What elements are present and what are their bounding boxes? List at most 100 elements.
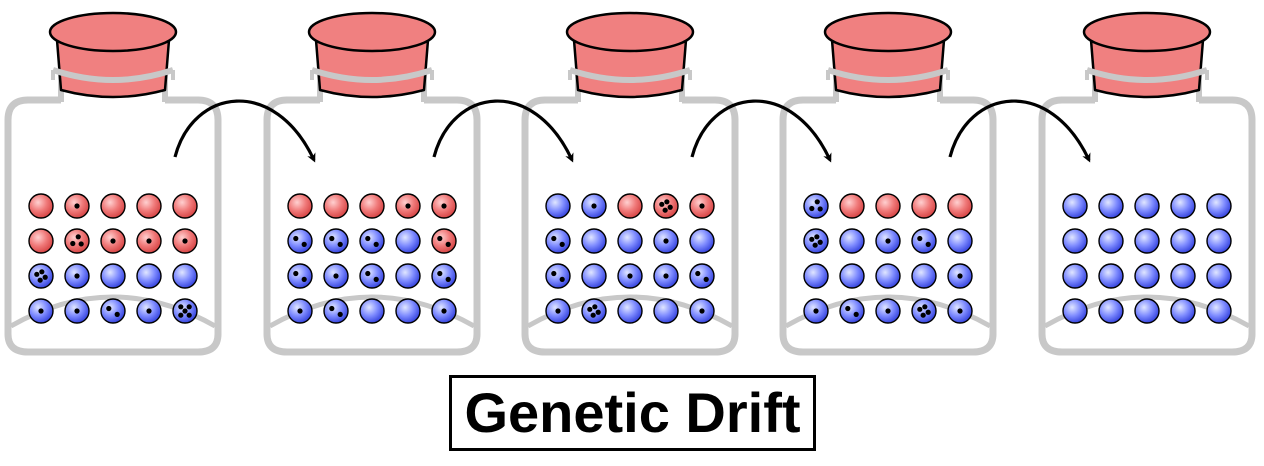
jars-layer <box>4 11 1256 356</box>
marble-circle <box>839 298 865 324</box>
marble-circle <box>1134 193 1160 219</box>
blue-marble <box>1206 228 1232 254</box>
cork-body <box>830 38 946 99</box>
marble-dot <box>37 277 43 283</box>
marble-circle <box>1062 228 1088 254</box>
marble-circle <box>839 228 865 254</box>
marble-dot <box>885 238 891 244</box>
blue-marble <box>431 263 457 289</box>
marble-circle <box>100 193 126 219</box>
marble-circle <box>395 228 421 254</box>
red-marble <box>875 193 901 219</box>
marble-dot <box>809 205 815 212</box>
cork-top <box>48 11 178 53</box>
marble-circle <box>911 263 937 289</box>
red-marble <box>172 193 198 219</box>
marble-dot <box>695 270 701 277</box>
blue-marble <box>359 263 385 289</box>
marble-circle <box>545 228 571 254</box>
red-marble <box>839 193 865 219</box>
marble-dot <box>186 312 192 318</box>
jar-rim-edge <box>51 70 175 80</box>
marble-dot <box>663 273 669 279</box>
marble-dot <box>437 235 443 242</box>
marble-circle <box>653 298 679 324</box>
marble-dot <box>809 236 815 242</box>
cork-top <box>565 11 695 53</box>
blue-marble <box>1062 263 1088 289</box>
marble-dot <box>441 308 447 314</box>
marble-dot <box>146 238 152 244</box>
blue-marble <box>323 298 349 324</box>
marble-circle <box>359 228 385 254</box>
marble-dot <box>329 235 335 242</box>
blue-marble <box>1098 193 1124 219</box>
marble-dot <box>812 242 818 248</box>
marble-circle <box>1206 263 1232 289</box>
blue-marble <box>617 263 643 289</box>
cork-body <box>572 38 688 99</box>
blue-marble <box>581 228 607 254</box>
transition-arrow <box>432 99 574 163</box>
red-marble <box>64 193 90 219</box>
marble-dot <box>699 308 705 314</box>
marble-circle <box>1134 263 1160 289</box>
red-marble <box>617 193 643 219</box>
blue-marble <box>431 298 457 324</box>
red-marble <box>136 193 162 219</box>
marble-dot <box>917 306 923 312</box>
transition-arrow <box>690 99 832 163</box>
blue-marble <box>545 228 571 254</box>
red-marble <box>287 193 313 219</box>
marble-dot <box>114 311 120 317</box>
marble-circle <box>431 228 457 254</box>
marble-circle <box>136 193 162 219</box>
blue-marble <box>911 263 937 289</box>
blue-marble <box>581 298 607 324</box>
marble-circle <box>1170 298 1196 324</box>
marble-dot <box>957 308 963 314</box>
marble-dot <box>39 269 45 275</box>
marble-circle <box>1170 263 1196 289</box>
diagram-title: Genetic Drift <box>464 381 801 444</box>
marble-circle <box>1098 228 1124 254</box>
marble-dot <box>814 234 820 240</box>
red-marble <box>136 228 162 254</box>
marble-circle <box>1134 298 1160 324</box>
marble-circle <box>911 228 937 254</box>
blue-marble <box>875 228 901 254</box>
marble-dot <box>659 201 665 207</box>
jar-rim <box>311 67 433 83</box>
marble-dot <box>437 270 443 277</box>
blue-marble <box>395 228 421 254</box>
blue-marble <box>545 193 571 219</box>
marble-dot <box>34 271 40 277</box>
marble-dot <box>110 238 116 244</box>
marble-circle <box>911 298 937 324</box>
marble-circle <box>545 193 571 219</box>
red-marble <box>947 193 973 219</box>
red-marble <box>431 193 457 219</box>
marble-dot <box>592 304 598 310</box>
cork-top <box>307 11 437 53</box>
marble-dot <box>301 241 307 247</box>
blue-marble <box>839 263 865 289</box>
blue-marble <box>359 298 385 324</box>
marble-circle <box>947 228 973 254</box>
marble-dot <box>885 308 891 314</box>
blue-marble <box>136 298 162 324</box>
marble-circle <box>581 263 607 289</box>
marble-circle <box>100 263 126 289</box>
marble-dot <box>664 199 670 205</box>
blue-marble <box>689 228 715 254</box>
marble-circle <box>689 263 715 289</box>
blue-marble <box>64 263 90 289</box>
blue-marble <box>803 193 829 219</box>
blue-marble <box>875 298 901 324</box>
blue-marble <box>136 263 162 289</box>
marble-circle <box>617 228 643 254</box>
marble-dot <box>405 203 411 209</box>
blue-marble <box>395 263 421 289</box>
blue-marble <box>839 228 865 254</box>
blue-marble <box>100 298 126 324</box>
